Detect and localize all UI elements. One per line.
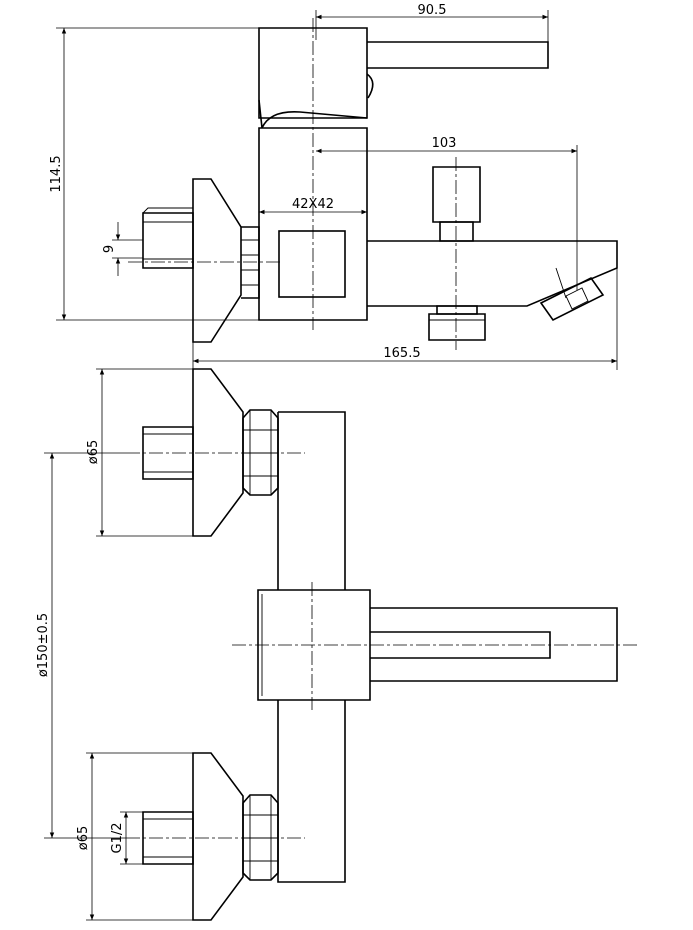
hex-nut-bottom [242, 794, 279, 881]
label-body-height: 114.5 [49, 155, 64, 192]
hex-nut-top [242, 409, 279, 496]
spout [367, 240, 618, 322]
wall-flange-bottom [142, 752, 244, 921]
dimension-thread-pitch: 9 [102, 222, 143, 276]
label-thread-size: G1/2 [110, 823, 125, 854]
lever-handle [258, 27, 549, 129]
label-thread-pitch: 9 [102, 245, 117, 253]
label-flange-top: ø65 [86, 440, 101, 465]
label-flange-bottom: ø65 [76, 826, 91, 851]
dimension-inlet-spacing: ø150±0.5 [36, 452, 126, 839]
dimension-thread-size: G1/2 [110, 811, 143, 865]
label-spout-reach: 103 [432, 136, 457, 151]
dimension-body-section: 42X42 [259, 197, 367, 215]
dimension-flange-bottom: ø65 [76, 752, 193, 921]
wall-flange-side [192, 178, 260, 343]
inlet-connector-side [142, 207, 194, 269]
mixer-body-front [277, 411, 346, 883]
side-view [128, 18, 618, 350]
dimension-spout-reach: 103 [316, 136, 578, 290]
wall-flange-top [142, 368, 244, 537]
front-view [126, 368, 640, 921]
label-overall-length: 165.5 [383, 346, 420, 361]
label-lever-reach: 90.5 [418, 3, 447, 18]
dimension-overall-length: 165.5 [192, 268, 618, 370]
label-body-section: 42X42 [292, 197, 334, 212]
dimension-body-height: 114.5 [49, 27, 259, 321]
bottom-outlet [428, 305, 486, 341]
label-inlet-spacing: ø150±0.5 [36, 613, 51, 677]
dimension-lever-reach: 90.5 [315, 3, 549, 42]
dimension-flange-top: ø65 [86, 368, 193, 537]
diverter-knob [432, 166, 481, 242]
